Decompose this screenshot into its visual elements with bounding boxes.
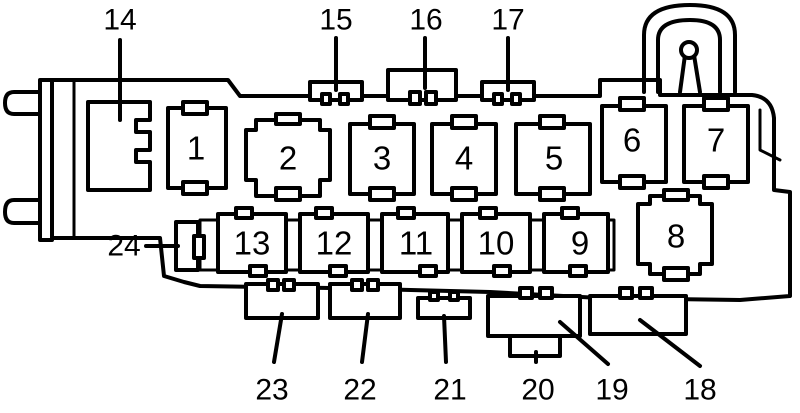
relay-number: 8 [667, 218, 685, 255]
component-19 [486, 286, 582, 338]
component-14 [86, 100, 152, 192]
relay-number: 12 [316, 225, 353, 262]
callout-21: 21 [433, 374, 466, 407]
component-24 [174, 220, 206, 272]
relay-number: 10 [478, 225, 515, 262]
component-21 [416, 290, 472, 320]
housing-corner-detail [758, 108, 782, 162]
relay-5: 5 [514, 114, 592, 202]
relay-12: 12 [298, 206, 370, 278]
callout-16: 16 [409, 4, 442, 37]
relay-number: 3 [373, 140, 391, 177]
callout-20: 20 [521, 374, 554, 407]
leader-lines [118, 36, 702, 368]
callout-22: 22 [343, 374, 376, 407]
relay-number: 11 [399, 225, 433, 262]
relay-6: 6 [600, 96, 668, 190]
relay-number: 6 [623, 122, 641, 159]
relay-number: 7 [707, 122, 725, 159]
relay-3: 3 [348, 114, 416, 202]
relay-8: 8 [636, 188, 714, 282]
component-23 [244, 278, 320, 320]
callout-19: 19 [595, 374, 628, 407]
relay-7: 7 [682, 96, 750, 190]
relay-number: 1 [187, 130, 205, 167]
component-22 [328, 278, 402, 320]
callout-15: 15 [319, 4, 352, 37]
relay-2: 2 [244, 112, 332, 202]
relay-number: 13 [234, 225, 271, 262]
wire-grommet [642, 3, 737, 94]
component-20 [508, 334, 562, 358]
relay-11: 11 [380, 206, 450, 278]
component-16 [386, 68, 458, 106]
relay-13: 13 [216, 206, 288, 278]
relay-1: 1 [166, 100, 228, 196]
mounting-pins [3, 78, 54, 242]
relay-number: 2 [279, 140, 297, 177]
relay-number: 5 [545, 140, 563, 177]
callout-24: 24 [107, 230, 140, 263]
relay-10: 10 [460, 206, 532, 278]
relay-number: 9 [571, 225, 589, 262]
callout-18: 18 [683, 374, 716, 407]
component-18 [588, 286, 688, 336]
callout-23: 23 [255, 374, 288, 407]
callout-17: 17 [491, 4, 524, 37]
callout-14: 14 [103, 4, 136, 37]
relay-9: 9 [542, 206, 610, 278]
relay-4: 4 [430, 114, 498, 202]
relay-number: 4 [455, 140, 473, 177]
